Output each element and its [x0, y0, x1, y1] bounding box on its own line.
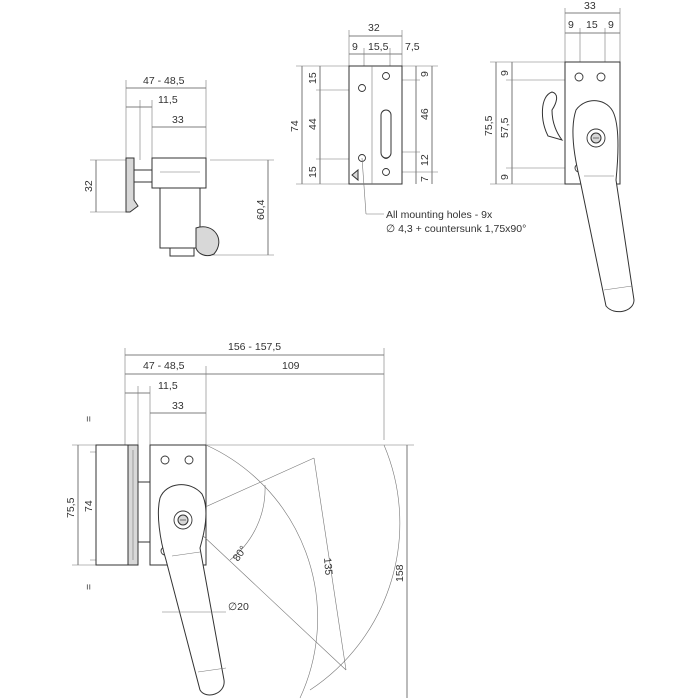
front-dim-a: 9: [352, 41, 358, 53]
handle-view: 33 9 15 9 75,5 57,5 9 9: [483, 0, 635, 313]
mounting-note-line2: ∅ 4,3 + countersunk 1,75x90°: [386, 223, 526, 235]
swing-eq-top: =: [83, 416, 95, 422]
front-dim-width: 32: [368, 22, 380, 34]
side-view: 47 - 48,5 11,5 33 32 60,4: [83, 75, 274, 257]
swing-dim-height2: 74: [83, 500, 95, 512]
side-dim-depth: 60,4: [255, 199, 267, 220]
handle-dim-c: 9: [608, 19, 614, 31]
front-dim-r-bot: 7: [419, 176, 431, 182]
front-dim-r-top: 9: [419, 71, 431, 77]
front-dim-slot: 46: [419, 108, 431, 120]
handle-dim-bottom: 9: [499, 174, 511, 180]
front-dim-middle: 44: [307, 118, 319, 130]
side-dim-overall: 47 - 48,5: [143, 75, 185, 87]
swing-dim-grip: ∅20: [228, 601, 249, 613]
front-dim-r-low: 12: [419, 154, 431, 166]
side-dim-height: 32: [83, 180, 95, 192]
swing-dim-right: 109: [282, 360, 300, 372]
swing-dim-radius: 135: [321, 557, 334, 576]
swing-dim-angle: 80°: [231, 544, 250, 564]
front-dim-c: 7,5: [405, 41, 420, 53]
swing-eq-bot: =: [83, 584, 95, 590]
handle-dim-b: 15: [586, 19, 598, 31]
swing-dim-total: 156 - 157,5: [228, 341, 281, 353]
side-dim-mid: 11,5: [158, 94, 178, 106]
swing-dim-frame: 33: [172, 400, 184, 412]
mounting-note-line1: All mounting holes - 9x: [386, 209, 493, 221]
swing-dim-sweep: 158: [394, 564, 406, 582]
handle-dim-height: 75,5: [483, 115, 495, 136]
front-dim-height: 74: [289, 120, 301, 132]
handle-dim-top: 9: [499, 70, 511, 76]
swing-view: 156 - 157,5 47 - 48,5 109 11,5 33 75,5 7…: [65, 341, 414, 699]
handle-dim-width: 33: [584, 0, 596, 12]
swing-dim-mid: 11,5: [158, 380, 178, 392]
front-dim-bottom: 15: [307, 166, 319, 178]
front-view: 32 9 15,5 7,5 74 15 44 15 9 46 12 7 All …: [289, 22, 526, 235]
handle-dim-a: 9: [568, 19, 574, 31]
swing-dim-height1: 75,5: [65, 497, 77, 518]
handle-dim-mid: 57,5: [499, 117, 511, 138]
side-dim-frame: 33: [172, 114, 184, 126]
front-dim-top: 15: [307, 72, 319, 84]
swing-dim-left: 47 - 48,5: [143, 360, 185, 372]
front-dim-b: 15,5: [368, 41, 389, 53]
